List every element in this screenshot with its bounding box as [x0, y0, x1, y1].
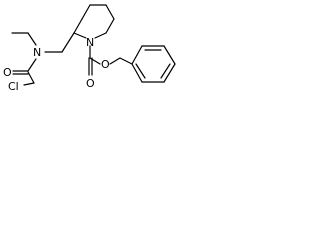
benzene-bond	[163, 45, 176, 65]
atom-label-o-amide: O	[3, 66, 12, 79]
atom-label-n-ring: N	[86, 36, 94, 49]
benzene-bond	[131, 63, 143, 83]
benzene-bond	[163, 63, 176, 83]
amide-bond	[27, 58, 37, 72]
benzyl-bond	[119, 57, 133, 65]
ring-bond	[81, 4, 91, 20]
ring-bond	[105, 4, 115, 20]
benzene-inner-bond	[160, 63, 171, 79]
ethyl-bond	[27, 32, 37, 46]
ring-bond	[73, 32, 87, 39]
atom-label-o-ester: O	[101, 58, 110, 71]
linker-bond	[61, 32, 75, 53]
ring-bond	[94, 32, 107, 39]
benzene-inner-bond	[135, 63, 146, 79]
ester-bond	[109, 57, 121, 65]
chloromethyl-bond	[23, 82, 35, 86]
ring-bond	[105, 18, 115, 34]
atom-label-n-amide: N	[33, 46, 41, 59]
chloromethyl-bond	[27, 71, 35, 84]
atom-label-o-carbonyl: O	[86, 77, 95, 90]
atom-label-cl: Cl	[8, 80, 19, 93]
ring-bond	[73, 18, 83, 34]
benzene-bond	[131, 45, 143, 65]
carbamate-bond	[89, 57, 101, 65]
molecule-structure-diagram: N N O Cl O O	[3, 4, 176, 93]
